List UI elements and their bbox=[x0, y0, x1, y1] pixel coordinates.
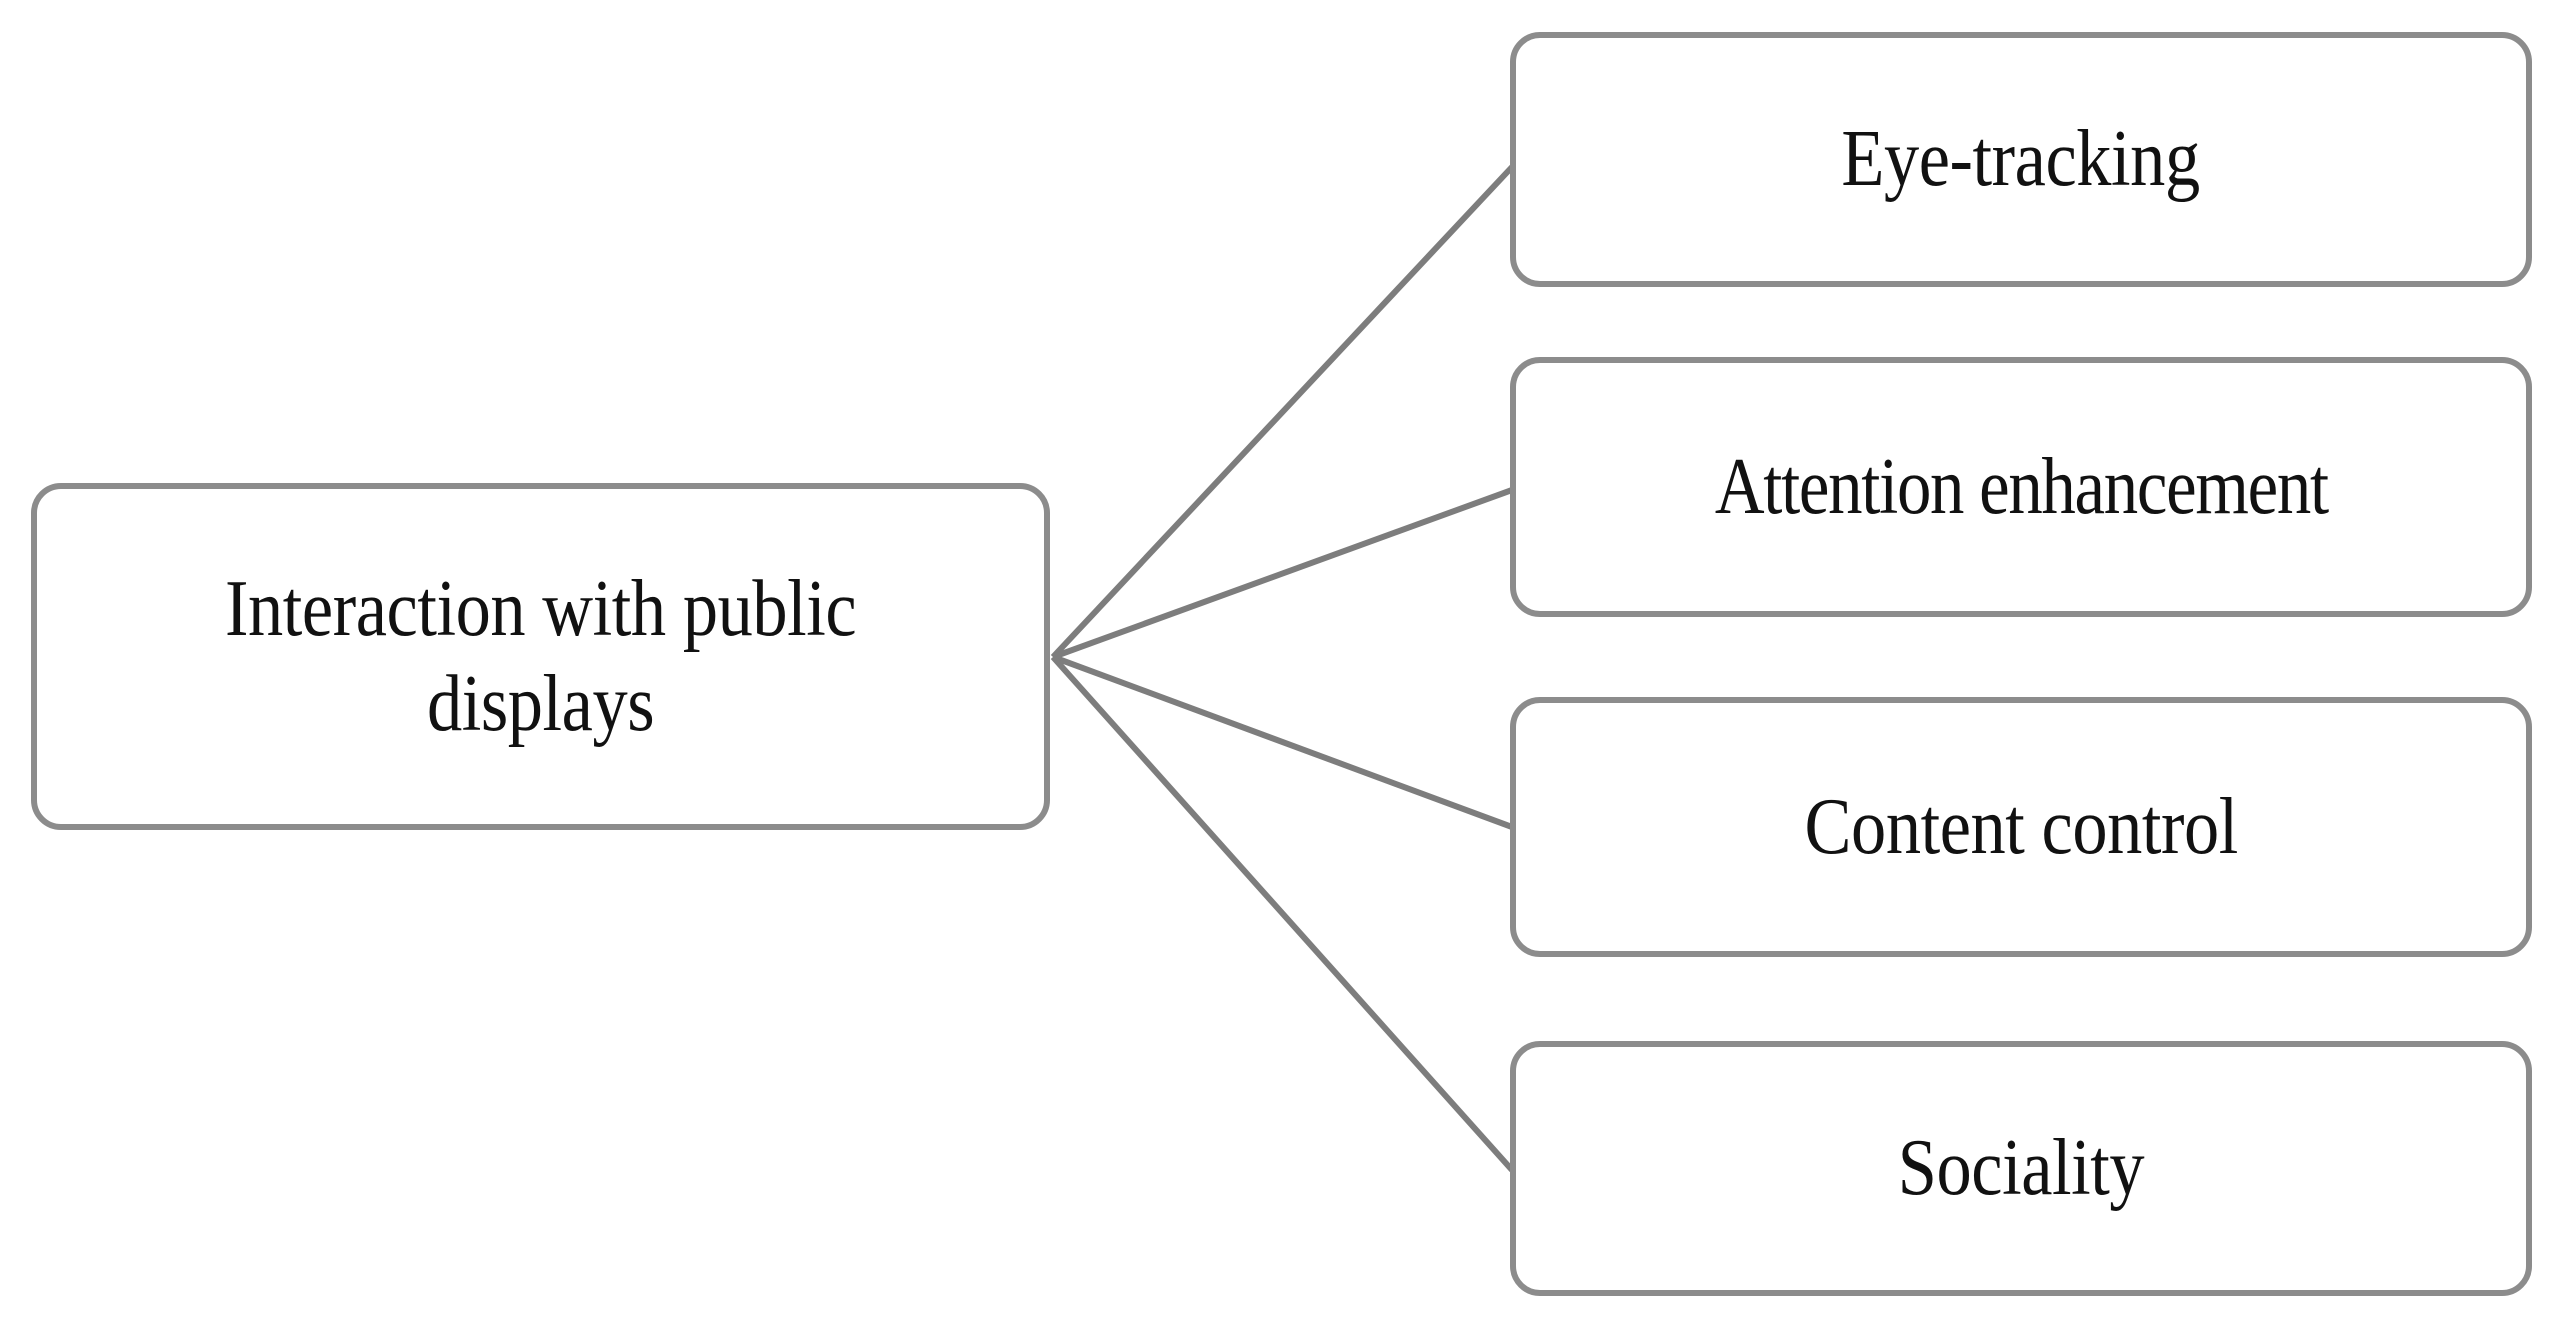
node-branch-label: Content control bbox=[1804, 782, 2238, 871]
connector-root-to-sociality bbox=[1050, 654, 1515, 1173]
node-branch-label: Sociality bbox=[1897, 1124, 2145, 1213]
connector-root-to-eye-tracking bbox=[1050, 164, 1515, 660]
node-branch-attention-enhancement: Attention enhancement bbox=[1510, 357, 2532, 617]
node-branch-sociality: Sociality bbox=[1510, 1041, 2532, 1296]
node-root-interaction-with-public-displays: Interaction with public displays bbox=[31, 483, 1050, 830]
node-branch-label: Attention enhancement bbox=[1714, 442, 2329, 531]
node-branch-label: Eye-tracking bbox=[1841, 115, 2201, 204]
node-branch-eye-tracking: Eye-tracking bbox=[1510, 32, 2532, 287]
connector-root-to-attention-enhancement bbox=[1051, 487, 1514, 660]
connector-root-to-content-control bbox=[1051, 654, 1514, 830]
node-root-label: Interaction with public displays bbox=[224, 565, 857, 748]
node-branch-content-control: Content control bbox=[1510, 697, 2532, 957]
